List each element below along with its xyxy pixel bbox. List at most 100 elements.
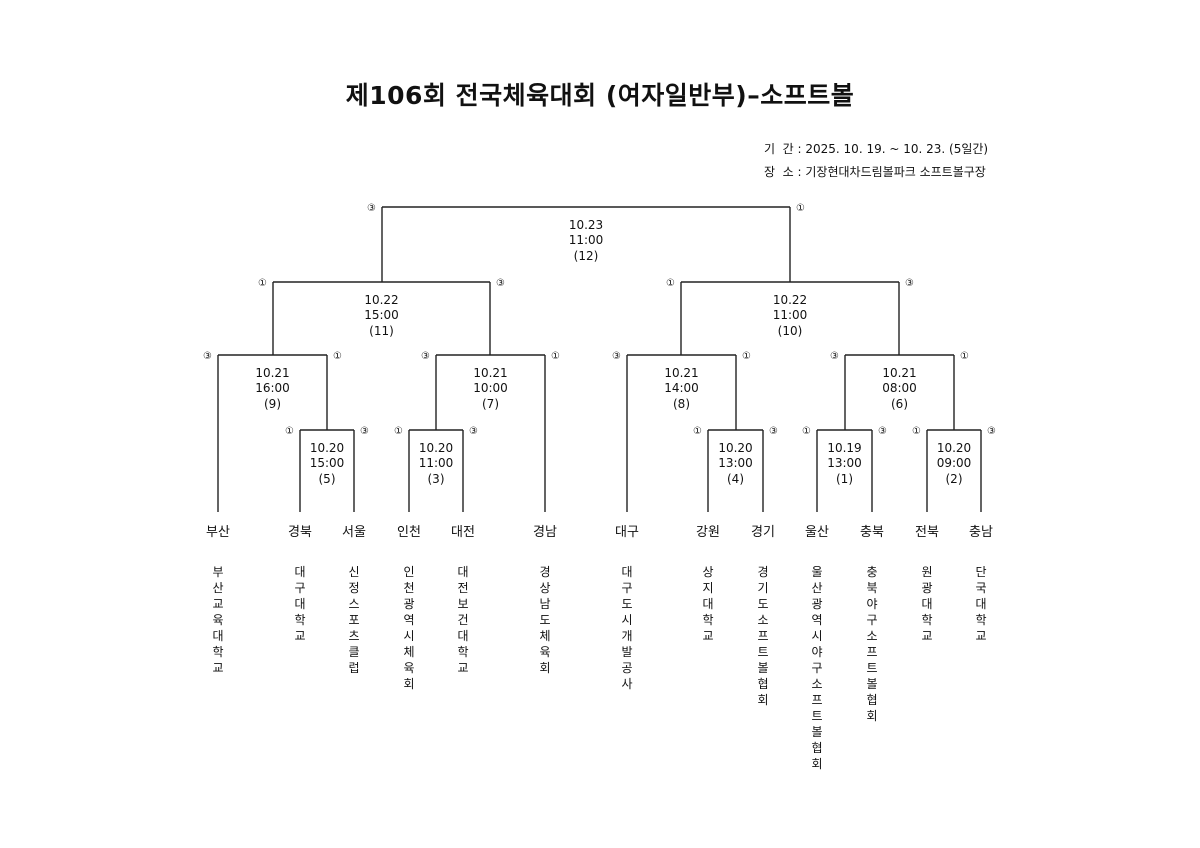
team-school-4-char-2: 보 (457, 597, 468, 611)
team-school-3-char-1: 천 (403, 580, 414, 595)
seed-mark-m10-right: ③ (905, 278, 914, 289)
match-time-m1: 13:00 (827, 456, 862, 470)
team-school-5-char-5: 육 (539, 645, 550, 659)
team-school-8-char-5: 트 (757, 645, 768, 659)
team-school-6-char-2: 도 (621, 597, 632, 611)
match-time-m4: 13:00 (718, 456, 753, 470)
team-school-8-char-2: 도 (757, 597, 768, 611)
seed-mark-m4-right: ③ (769, 426, 778, 437)
team-school-10-char-4: 소 (866, 629, 877, 643)
seed-mark-m4-left: ① (693, 426, 702, 437)
seed-mark-m10-left: ① (666, 278, 675, 289)
team-school-5-char-4: 체 (539, 629, 550, 643)
team-school-0-char-1: 산 (212, 581, 223, 595)
seed-mark-m5-left: ① (285, 426, 294, 437)
match-date-m8: 10.21 (664, 366, 698, 380)
team-school-8-char-4: 프 (757, 629, 768, 643)
match-number-m2: (2) (946, 472, 963, 486)
match-number-m1: (1) (836, 472, 853, 486)
team-school-9-char-4: 시 (811, 629, 822, 643)
team-school-2-char-0: 신 (348, 565, 359, 579)
match-number-m4: (4) (727, 472, 744, 486)
match-date-m3: 10.20 (419, 441, 453, 455)
team-school-4-char-5: 학 (457, 645, 468, 659)
team-school-0-char-4: 대 (212, 629, 223, 643)
team-school-11-char-3: 학 (921, 613, 932, 627)
match-time-m6: 08:00 (882, 381, 917, 395)
team-school-9-char-9: 트 (811, 709, 822, 723)
team-school-9-char-10: 볼 (811, 725, 822, 739)
match-date-m9: 10.21 (255, 366, 289, 380)
seed-mark-m3-left: ① (394, 426, 403, 437)
team-school-9-char-2: 광 (811, 597, 822, 611)
team-school-7-char-4: 교 (702, 629, 713, 643)
team-school-6-char-6: 공 (621, 661, 632, 675)
team-school-11-char-0: 원 (921, 565, 932, 579)
team-school-4-char-4: 대 (457, 629, 468, 643)
team-school-3-char-0: 인 (403, 565, 414, 579)
team-school-4-char-3: 건 (457, 613, 468, 627)
team-school-8-char-6: 볼 (757, 661, 768, 675)
match-date-m5: 10.20 (310, 441, 344, 455)
match-date-m7: 10.21 (473, 366, 507, 380)
team-school-2-char-5: 클 (348, 645, 359, 659)
team-school-11-char-1: 광 (921, 581, 932, 595)
team-school-8-char-0: 경 (757, 565, 768, 579)
team-region-8: 경기 (751, 525, 775, 540)
team-school-5-char-3: 도 (539, 613, 550, 627)
seed-mark-m12-right: ① (796, 203, 805, 214)
seed-mark-m8-right: ① (742, 351, 751, 362)
match-number-m6: (6) (891, 397, 908, 411)
team-school-5-char-0: 경 (539, 565, 550, 579)
team-school-8-char-8: 회 (757, 693, 768, 707)
match-time-m2: 09:00 (937, 456, 972, 470)
team-school-9-char-11: 협 (811, 741, 822, 755)
team-school-12-char-2: 대 (975, 597, 986, 611)
team-school-6-char-7: 사 (621, 677, 632, 691)
seed-mark-m11-right: ③ (496, 278, 505, 289)
team-region-1: 경북 (288, 525, 312, 540)
seed-mark-m6-left: ③ (830, 351, 839, 362)
team-school-12-char-4: 교 (975, 629, 986, 643)
team-school-1-char-3: 학 (294, 613, 305, 627)
match-time-m7: 10:00 (473, 381, 508, 395)
team-school-5-char-1: 상 (539, 581, 550, 595)
team-school-3-char-4: 시 (403, 629, 414, 643)
team-school-4-char-6: 교 (457, 661, 468, 675)
team-school-10-char-7: 볼 (866, 677, 877, 691)
team-school-9-char-7: 소 (811, 677, 822, 691)
team-school-8-char-7: 협 (757, 677, 768, 691)
team-school-0-char-0: 부 (212, 565, 223, 579)
match-number-m11: (11) (369, 324, 394, 338)
team-school-6-char-0: 대 (621, 565, 632, 579)
team-school-5-char-2: 남 (539, 597, 550, 611)
team-school-12-char-1: 국 (975, 581, 986, 595)
team-school-10-char-1: 북 (866, 581, 877, 595)
match-number-m7: (7) (482, 397, 499, 411)
team-school-9-char-8: 프 (811, 693, 822, 707)
seed-mark-m1-left: ① (802, 426, 811, 437)
match-time-m11: 15:00 (364, 308, 399, 322)
team-school-7-char-0: 상 (702, 565, 713, 579)
match-number-m12: (12) (574, 249, 599, 263)
team-school-6-char-4: 개 (621, 629, 632, 643)
team-school-2-char-4: 츠 (348, 629, 359, 643)
match-date-m1: 10.19 (827, 441, 861, 455)
team-school-6-char-3: 시 (621, 613, 632, 627)
team-school-7-char-1: 지 (702, 581, 713, 595)
team-school-4-char-1: 전 (457, 581, 468, 595)
seed-mark-m9-right: ① (333, 351, 342, 362)
team-school-1-char-0: 대 (294, 565, 305, 579)
seed-mark-m11-left: ① (258, 278, 267, 289)
team-school-1-char-1: 구 (294, 581, 305, 595)
team-school-3-char-7: 회 (403, 677, 414, 691)
match-time-m8: 14:00 (664, 381, 699, 395)
team-region-4: 대전 (451, 525, 475, 540)
team-school-0-char-5: 학 (212, 645, 223, 659)
team-region-11: 전북 (915, 525, 939, 540)
match-time-m3: 11:00 (419, 456, 454, 470)
match-date-m10: 10.22 (773, 293, 807, 307)
match-date-m6: 10.21 (882, 366, 916, 380)
team-school-9-char-0: 울 (811, 565, 822, 579)
